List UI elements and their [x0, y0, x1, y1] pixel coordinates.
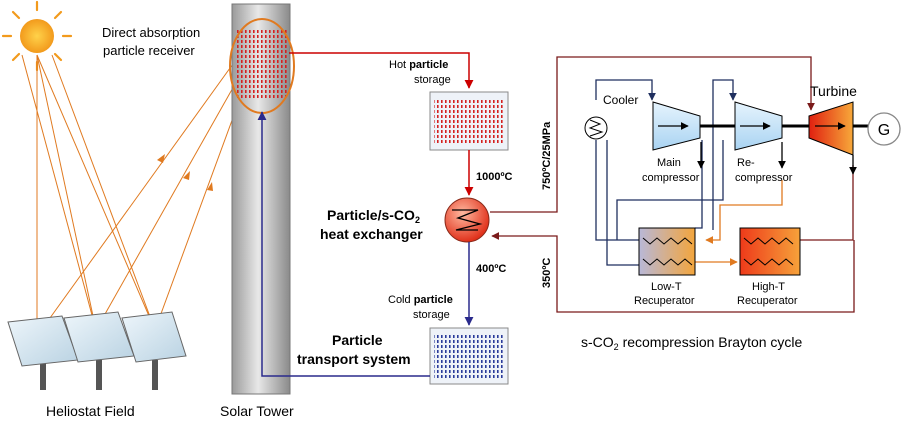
recompressor-label-line2: compressor	[735, 172, 793, 184]
cooler-icon	[584, 116, 608, 140]
low-t-recuperator	[638, 227, 696, 276]
cold-storage-label-line2: storage	[413, 309, 450, 321]
main-compressor-label-line2: compressor	[642, 172, 700, 184]
cycle-orange-flows	[694, 180, 783, 266]
reflected-ray-arrows	[157, 154, 213, 191]
turbine	[808, 101, 854, 156]
high-t-label-line1: High-T	[752, 281, 785, 293]
turbine-label: Turbine	[810, 83, 857, 99]
high-t-label-line2: Recuperator	[737, 295, 798, 307]
cycle-black-flows	[697, 142, 857, 175]
solar-tower-label: Solar Tower	[220, 403, 294, 419]
cycle-title: s-CO2 recompression Brayton cycle	[581, 334, 803, 352]
main-compressor-label-line1: Main	[657, 157, 681, 169]
generator-icon: G	[867, 112, 901, 146]
receiver-label-line2: particle receiver	[103, 43, 195, 58]
heliostat-field	[7, 311, 187, 390]
cold-particle-storage	[429, 327, 509, 385]
temp-400-label: 400ºC	[476, 263, 506, 275]
temp-1000-label: 1000ºC	[476, 171, 512, 183]
heliostat-field-label: Heliostat Field	[46, 403, 135, 419]
high-t-recuperator	[739, 227, 801, 276]
svg-text:G: G	[878, 122, 890, 139]
receiver-label-line1: Direct absorption	[102, 25, 200, 40]
low-t-label-line1: Low-T	[651, 281, 682, 293]
hot-particle-flow	[289, 52, 474, 89]
cycle-navy-flows	[595, 79, 737, 266]
sun-icon	[1, 0, 73, 72]
condition-750-label: 750ºC/25MPa	[541, 121, 553, 190]
condition-350-label: 350ºC	[541, 258, 553, 288]
low-t-label-line2: Recuperator	[634, 295, 695, 307]
transport-label-line2: transport system	[297, 351, 411, 367]
hot-storage-label-line2: storage	[414, 74, 451, 86]
transport-label-line1: Particle	[332, 332, 383, 348]
main-compressor	[652, 101, 701, 151]
cooler-label: Cooler	[603, 93, 638, 107]
recompressor	[734, 101, 783, 151]
cold-storage-label-line1: Cold particle	[388, 294, 453, 306]
recompressor-label-line1: Re-	[737, 157, 755, 169]
co2-outer-loop	[490, 56, 855, 313]
heliostat	[121, 311, 187, 390]
heat-exchanger	[444, 197, 490, 243]
particle-return-flow	[257, 111, 430, 377]
hot-particle-storage	[429, 91, 509, 151]
sunlight-rays	[21, 49, 246, 337]
hx-label-line2: heat exchanger	[320, 226, 423, 242]
particle-receiver	[229, 18, 295, 114]
hx-label-line1: Particle/s-CO2	[327, 207, 420, 225]
hot-storage-label-line1: Hot particle	[389, 59, 448, 71]
